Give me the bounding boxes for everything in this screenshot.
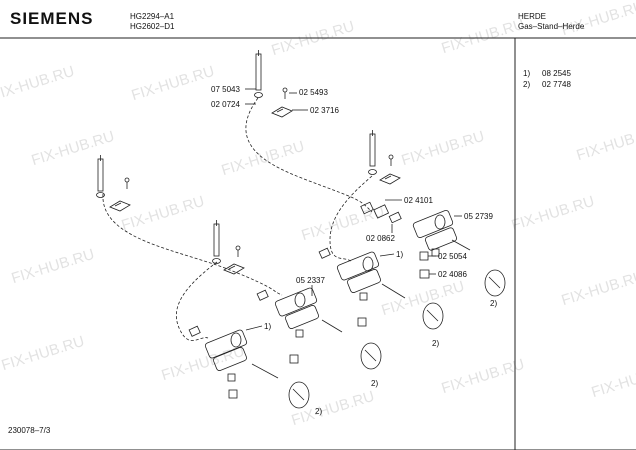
part-number-label: 02 3716 [310,106,339,115]
screw-part [235,245,241,257]
thermocouple-probe [254,50,263,98]
footnote-code: 08 2545 [542,69,571,78]
subcategory-title: Gas–Stand–Herde [518,22,585,31]
thermocouple-probe [96,155,105,198]
nut-part [228,251,430,399]
retaining-clip [223,263,245,275]
callout-marker: 2) [432,339,439,348]
control-knob [288,381,310,409]
callout-marker: 2) [371,379,378,388]
gas-valve-assembly [204,329,279,382]
leader-line [245,325,263,331]
gas-valve-assembly [336,251,406,301]
gas-valve-assembly [274,287,343,338]
part-number-label: 07 5043 [211,85,240,94]
control-knob [422,302,444,330]
part-number-label: 02 4101 [404,196,433,205]
part-number-label: 02 5054 [438,252,467,261]
connector-fitting [360,201,402,224]
callout-marker: 2) [315,407,322,416]
leader-line [379,253,395,257]
thermocouple-wire [245,97,373,213]
footnote-code: 02 7748 [542,80,571,89]
control-knob [360,342,382,370]
screw-part [388,154,394,166]
part-number-label: 02 5493 [299,88,328,97]
thermocouple-wire [176,261,218,341]
part-number-label: 02 0862 [366,234,395,243]
part-number-label: 05 2337 [296,276,325,285]
thermocouple-wire [102,193,283,296]
gas-valve-assembly [412,209,471,257]
thermocouple-probe [212,220,221,264]
thermocouple-wire [329,175,373,263]
model-number: HG2294–A1 [130,12,175,21]
callout-marker: 2) [490,299,497,308]
thermocouple-probe [368,130,377,175]
category-title: HERDE [518,12,547,21]
footnote-mark: 2) [523,80,531,89]
drawing-id: 230078–7/3 [8,426,51,435]
model-number: HG2602–D1 [130,22,175,31]
part-number-label: 02 4086 [438,270,467,279]
retaining-clip [109,200,131,212]
screw-part [282,87,288,99]
part-number-label: 05 2739 [464,212,493,221]
part-number-label: 02 0724 [211,100,240,109]
retaining-clip [271,106,293,118]
control-knob [484,269,506,297]
callout-marker: 1) [264,322,271,331]
brand-logo: SIEMENS [10,9,94,28]
callout-marker: 1) [396,250,403,259]
screw-part [124,177,130,189]
footnote-mark: 1) [523,69,531,78]
retaining-clip [379,173,401,185]
connector-fitting [188,247,331,337]
